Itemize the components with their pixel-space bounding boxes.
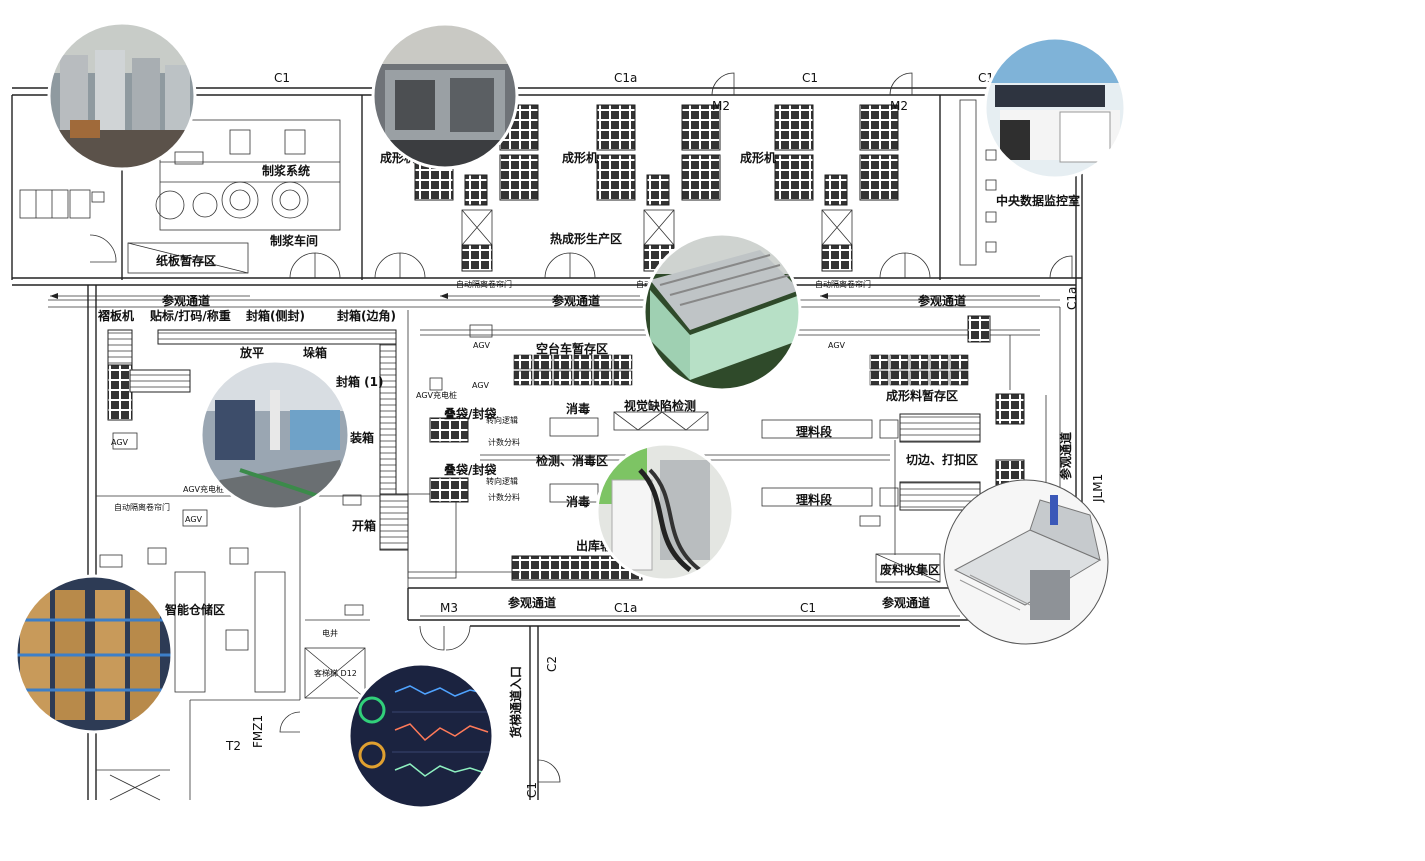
- label-visit-corridor-5: 参观通道: [882, 595, 930, 610]
- label-elevator: 客梯梯 D12: [314, 668, 357, 678]
- label-trimming-zone: 切边、打扣区: [906, 452, 978, 467]
- label-auto-door-1: 自动隔离卷帘门: [456, 279, 512, 289]
- warehouse-photo: [14, 574, 174, 734]
- label-control-room: 中央数据监控室: [996, 193, 1080, 208]
- door-c2: C2: [545, 656, 559, 672]
- label-forming-machine-3: 成形机: [740, 150, 776, 165]
- label-auto-door-4: 自动隔离卷帘门: [114, 502, 170, 512]
- label-waste-collection: 废料收集区: [880, 562, 940, 577]
- label-disinfection-1: 消毒: [566, 401, 590, 416]
- door-c1a-right: C1a: [1065, 287, 1079, 310]
- label-agv-3: AGV: [473, 341, 491, 350]
- staging-grid: [869, 354, 969, 386]
- door-c1a-top: C1a: [614, 71, 637, 85]
- door-jlm1: JLM1: [1091, 474, 1105, 503]
- door-m2-a: M2: [712, 99, 730, 113]
- label-smart-warehouse: 智能仓储区: [164, 602, 225, 617]
- label-counting-1: 计数分料: [488, 437, 520, 447]
- label-forming-machine-2: 成形机: [562, 150, 598, 165]
- label-agv-2: AGV: [185, 515, 203, 524]
- forming-machine-block: [774, 104, 899, 272]
- robot-arm-photo: [595, 442, 735, 582]
- label-right-visit-corridor: 参观通道: [1058, 432, 1073, 480]
- label-stack-boxes: 垛箱: [303, 345, 327, 360]
- label-visit-corridor-4: 参观通道: [508, 595, 556, 610]
- label-pulping-system: 制浆系统: [262, 163, 310, 178]
- process-lines: [408, 315, 1047, 583]
- dashboard-screen: [347, 662, 495, 810]
- door-c1a-bottom: C1a: [614, 601, 637, 615]
- door-t2: T2: [225, 739, 241, 753]
- conveyor-machine-photo: [642, 232, 802, 392]
- label-seal-edge: 封箱(边角): [337, 308, 396, 323]
- staging-grids: [513, 354, 969, 386]
- door-c1-lower: C1: [525, 782, 539, 798]
- walls: [11, 87, 1083, 801]
- door-m2-b: M2: [890, 99, 908, 113]
- door-fmz1: FMZ1: [251, 715, 265, 748]
- label-seal-side: 封箱(侧封): [246, 308, 305, 323]
- label-pulping-workshop: 制浆车间: [270, 233, 318, 248]
- label-seal-1: 封箱 (1): [336, 374, 384, 389]
- door-swings: [89, 72, 1073, 783]
- label-boxing: 装箱: [349, 430, 374, 445]
- label-inspection-zone: 检测、消毒区: [536, 453, 608, 468]
- label-visit-corridor-2: 参观通道: [552, 293, 600, 308]
- tank-photo: [47, 21, 197, 171]
- door-m3: M3: [440, 601, 458, 615]
- label-board-storage: 纸板暂存区: [156, 253, 216, 268]
- label-turning-1: 转向逻辑: [486, 415, 518, 425]
- restroom: [19, 189, 105, 219]
- door-c1-bottom: C1: [800, 601, 816, 615]
- label-agv-5: AGV: [828, 341, 846, 350]
- label-formed-material-storage: 成形料暂存区: [886, 388, 958, 403]
- label-lay-flat: 放平: [239, 345, 264, 360]
- pulping-area: [127, 119, 341, 274]
- label-open-box: 开箱: [352, 518, 376, 533]
- label-turning-2: 转向逻辑: [486, 476, 518, 486]
- label-counting-2: 计数分料: [488, 492, 520, 502]
- label-agv-charge-2: AGV充电桩: [416, 390, 457, 400]
- label-auto-door-3: 自动隔离卷帘门: [815, 279, 871, 289]
- door-c1-top-left: C1: [274, 71, 290, 85]
- label-freight-entrance: 货梯通道入口: [508, 666, 523, 738]
- label-agv-1: AGV: [111, 438, 129, 447]
- label-empty-cart-storage: 空台车暂存区: [536, 341, 608, 356]
- control-room: [959, 99, 997, 266]
- label-power-shaft: 电井: [322, 628, 338, 638]
- control-room-photo: [983, 36, 1127, 180]
- label-agv-4: AGV: [472, 381, 490, 390]
- label-agv-charge-1: AGV充电桩: [183, 484, 224, 494]
- label-bagging-2: 叠袋/封袋: [444, 462, 497, 477]
- door-c1-top-mid: C1: [802, 71, 818, 85]
- packing-line: [99, 329, 457, 693]
- label-disinfection-2: 消毒: [566, 494, 590, 509]
- forming-machine-photo: [371, 22, 519, 170]
- label-sorting-1: 理料段: [796, 424, 833, 439]
- label-sorting-2: 理料段: [796, 492, 833, 507]
- staging-grid: [513, 354, 633, 386]
- label-visit-corridor-3: 参观通道: [918, 293, 966, 308]
- cutting-machine-render: [943, 479, 1109, 645]
- label-folding-machine: 褶板机: [98, 308, 134, 323]
- label-thermoforming-zone: 热成形生产区: [550, 231, 622, 246]
- label-labeling: 贴标/打码/称重: [150, 308, 231, 323]
- label-visit-corridor-1: 参观通道: [162, 293, 210, 308]
- visit-corridor-arrows: [50, 293, 1040, 617]
- label-vision-inspection: 视觉缺陷检测: [624, 398, 696, 413]
- robot-packing-photo: [199, 359, 351, 511]
- label-bagging-1: 叠袋/封袋: [444, 406, 497, 421]
